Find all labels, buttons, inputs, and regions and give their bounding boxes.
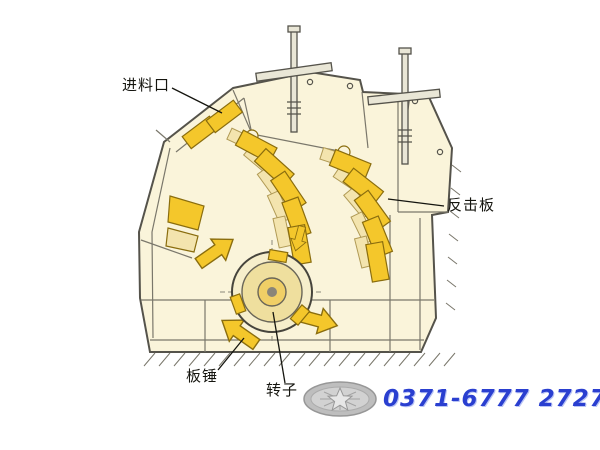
impact-plate-label: 反击板 xyxy=(447,196,496,214)
tensioner-rod-left xyxy=(255,25,333,133)
rotor-blow-bars xyxy=(229,248,311,326)
rotor-label: 转子 xyxy=(266,381,299,399)
section-hatching xyxy=(143,164,462,367)
blow-bar-label: 板锤 xyxy=(186,367,219,385)
label-leader-lines xyxy=(171,87,445,384)
phone-number-watermark: 0371-6777 2727 xyxy=(383,386,600,412)
star-logo-icon xyxy=(303,381,377,417)
rotor-assembly xyxy=(220,240,324,344)
tensioner-rod-right xyxy=(367,47,441,165)
feed-chute-liner-plates xyxy=(181,99,244,150)
impact-plate-curtain-rear xyxy=(328,145,394,283)
feed-inlet-label: 进料口 xyxy=(122,76,171,94)
side-liner-wedges xyxy=(165,195,205,253)
